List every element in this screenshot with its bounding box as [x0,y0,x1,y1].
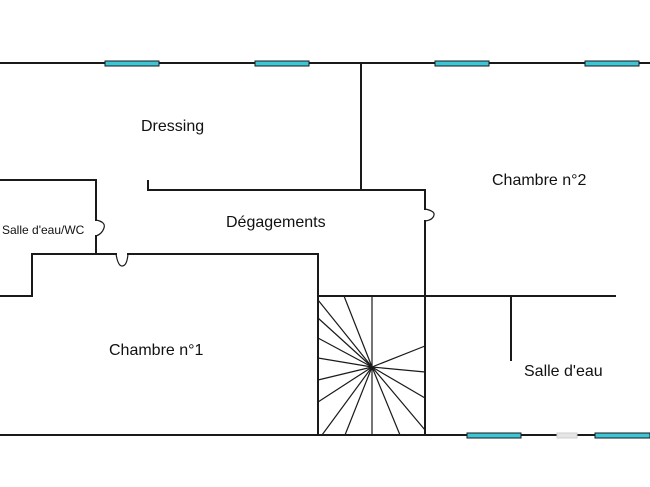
stair-step [343,295,373,368]
window [254,60,310,67]
stair-step [371,366,426,373]
stair-step [371,366,401,436]
window [594,432,650,439]
stair-step [371,366,426,431]
stair-step [317,366,373,403]
door-threshold [556,432,578,439]
stair-step [371,366,426,399]
door-swing [424,208,435,222]
stair-step [371,345,426,368]
stair-step [321,366,373,436]
room-labels: Dressing Dégagements Chambre n°2 Salle d… [2,118,603,380]
bottom-windows [466,432,650,439]
window [434,60,490,67]
stair-step [344,366,373,436]
door-swing [95,219,105,237]
stair-step [317,317,373,368]
top-windows [104,60,640,67]
staircase [317,295,426,436]
room-label-chambre2: Chambre n°2 [492,172,587,189]
room-label-dressing: Dressing [141,118,204,135]
stair-step [317,299,373,368]
interior-walls [0,62,616,436]
window [584,60,640,67]
stair-step [317,357,373,368]
room-label-chambre1: Chambre n°1 [109,342,204,359]
stair-step [317,337,373,368]
room-label-salle-eau: Salle d'eau [524,363,603,380]
door-swings [95,208,435,267]
room-label-degagements: Dégagements [226,214,326,231]
window [466,432,522,439]
room-label-salle-eau-wc: Salle d'eau/WC [2,223,85,237]
window [104,60,160,67]
door-swing [115,253,129,267]
stair-step [317,366,373,381]
